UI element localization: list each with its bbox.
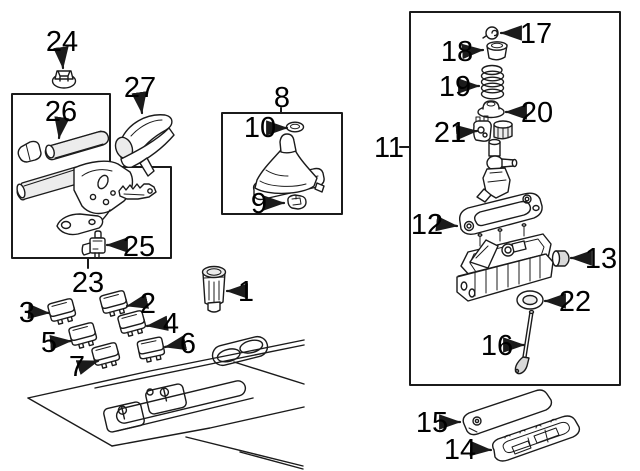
callout-label-22[interactable]: 22 [559, 286, 591, 318]
callout-label-3[interactable]: 3 [19, 297, 35, 329]
console-trim-art [27, 335, 305, 470]
shifter-housing-part [456, 223, 554, 302]
switch-blank-part-5 [68, 322, 98, 349]
shifter-gasket-part [458, 192, 543, 236]
callout-label-19[interactable]: 19 [439, 71, 471, 103]
console-cover-plate-part [462, 389, 553, 436]
callout-label-5[interactable]: 5 [41, 327, 57, 359]
callout-label-20[interactable]: 20 [521, 97, 553, 129]
shifter-spring-cap-part [482, 26, 499, 40]
spring-seat-part [477, 100, 505, 119]
shifter-spring-part [480, 64, 505, 100]
callout-label-23[interactable]: 23 [72, 267, 104, 299]
callout-label-14[interactable]: 14 [444, 434, 476, 466]
callout-label-10[interactable]: 10 [244, 112, 276, 144]
callout-label-4[interactable]: 4 [163, 308, 179, 340]
callout-label-24[interactable]: 24 [46, 26, 78, 58]
grommet-part [516, 290, 544, 310]
callout-label-8[interactable]: 8 [274, 82, 290, 114]
switch-blank-part-2 [99, 290, 129, 317]
shifter-bushing-part [486, 41, 508, 61]
callout-label-7[interactable]: 7 [69, 351, 85, 383]
brake-handle-boot-part [114, 114, 175, 177]
callout-label-21[interactable]: 21 [434, 117, 466, 149]
console-frame-part [491, 415, 581, 462]
shift-cable-rod-part [514, 309, 535, 375]
callout-label-9[interactable]: 9 [251, 188, 267, 220]
callout-label-18[interactable]: 18 [441, 36, 473, 68]
switch-blank-part-3 [47, 298, 77, 325]
shift-boot-group [252, 121, 325, 210]
switch-blank-part-7 [91, 342, 121, 369]
callout-label-6[interactable]: 6 [180, 328, 196, 360]
callout-label-11[interactable]: 11 [374, 132, 404, 164]
group-box-23-26 [11, 93, 172, 259]
switch-blank-part-4 [117, 310, 147, 337]
callout-label-26[interactable]: 26 [45, 96, 77, 128]
callout-label-27[interactable]: 27 [124, 72, 156, 104]
group-box-11 [409, 11, 621, 386]
callout-label-2[interactable]: 2 [140, 288, 156, 320]
cigarette-lighter-part [201, 265, 227, 313]
callout-label-12[interactable]: 12 [411, 209, 443, 241]
housing-plug-part [551, 250, 570, 267]
parking-brake-lever-part [16, 160, 157, 236]
shift-lever-upper-part [473, 115, 518, 203]
callout-label-16[interactable]: 16 [481, 330, 513, 362]
brake-warning-switch-part [81, 230, 106, 258]
callout-label-15[interactable]: 15 [416, 407, 448, 439]
callout-arrows [27, 25, 592, 457]
callout-label-25[interactable]: 25 [123, 231, 155, 263]
callout-label-13[interactable]: 13 [585, 243, 617, 275]
callout-label-17[interactable]: 17 [520, 18, 552, 50]
switch-blank-part-6 [136, 336, 166, 363]
lock-nut-part [51, 70, 77, 89]
handle-grip-part [17, 130, 110, 163]
callout-label-1[interactable]: 1 [238, 276, 254, 308]
